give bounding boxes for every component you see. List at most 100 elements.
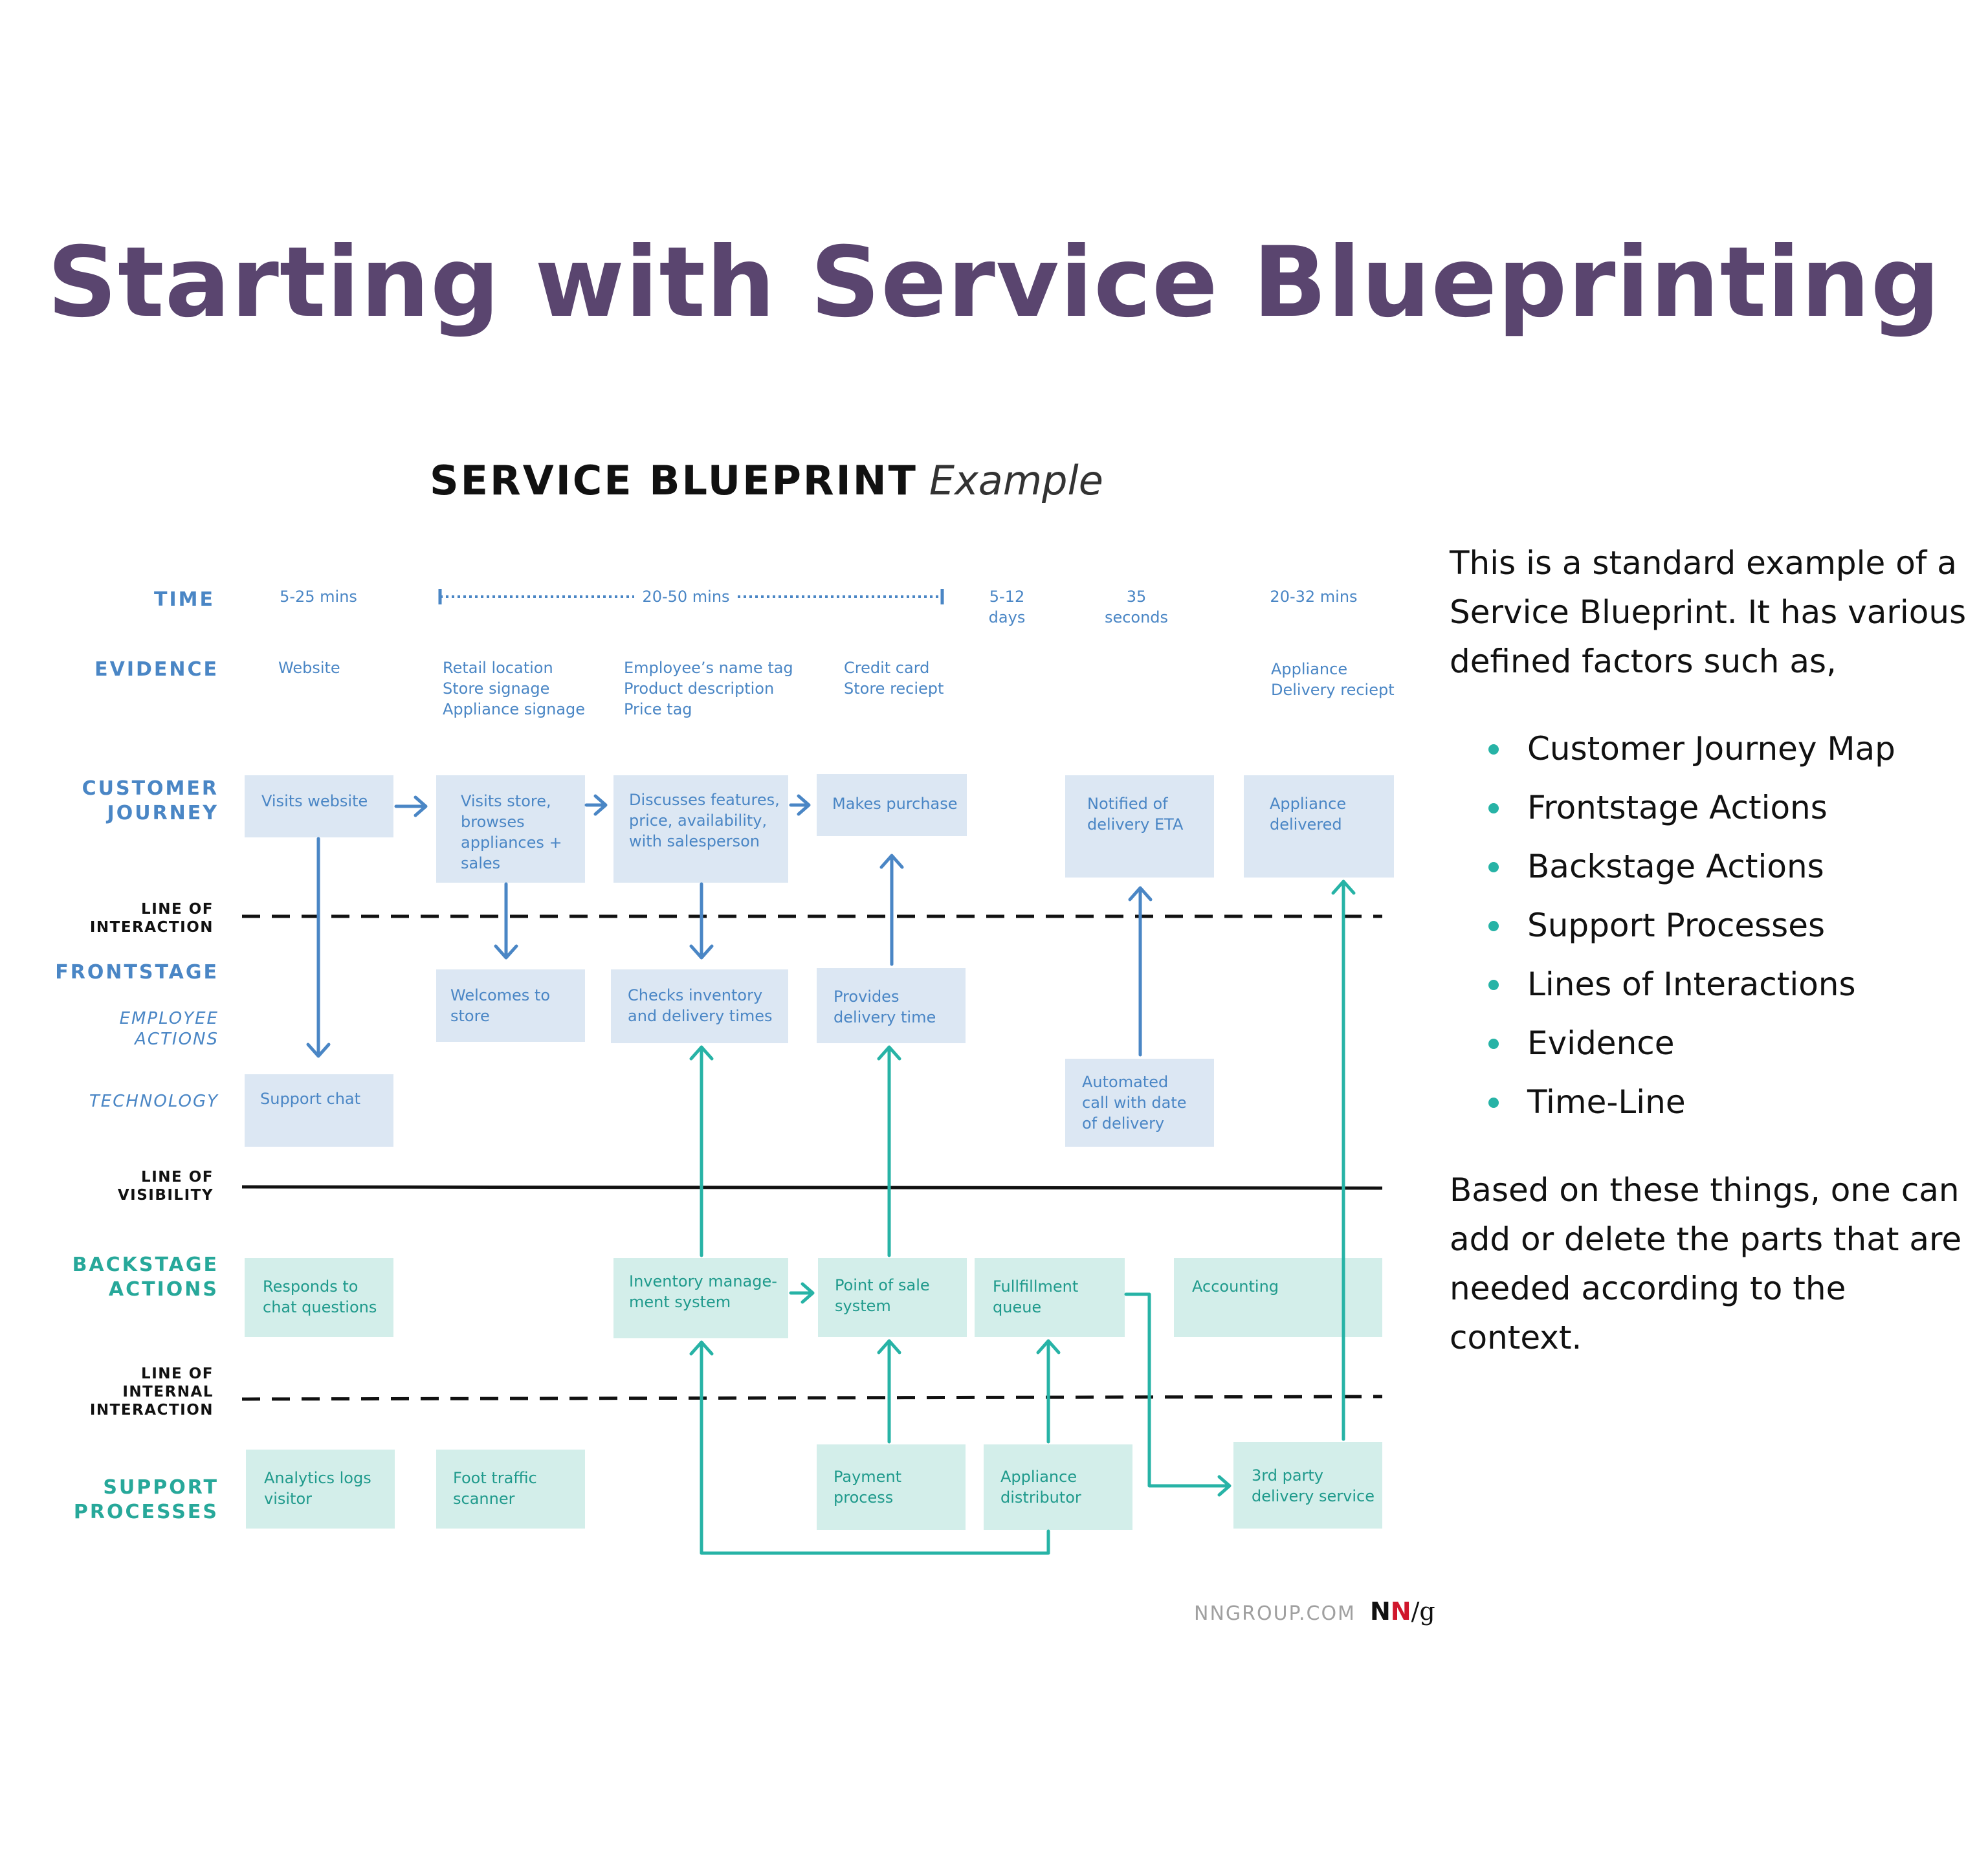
list-item: Evidence (1488, 1014, 1980, 1073)
cj-box-2-text-1: Visits store, (461, 792, 551, 810)
row-label-backstage: BACKSTAGE (72, 1254, 219, 1276)
bullet-icon (1488, 1039, 1499, 1049)
evidence-3-line2: Product description (624, 679, 774, 698)
list-item-label: Time-Line (1527, 1083, 1686, 1121)
row-label-actions: ACTIONS (133, 1030, 219, 1049)
sp-box-1-text-2: visitor (264, 1490, 312, 1508)
page-title: Starting with Service Blueprinting (47, 226, 1941, 339)
arrow-discuss-to-checks (689, 882, 714, 960)
bs-box-fulfillment-queue (975, 1258, 1125, 1337)
list-item-label: Customer Journey Map (1527, 730, 1895, 768)
row-label-support: SUPPORT (103, 1476, 219, 1499)
evidence-5-line1: Appliance (1271, 660, 1347, 678)
bs-box-3-text-2: system (835, 1297, 891, 1315)
arrow-fulfillment-to-3rd-party (1124, 1292, 1231, 1497)
arrow-discuss-to-purchase (789, 794, 811, 816)
fs-box-3-text-1: Provides (834, 988, 899, 1006)
evidence-5-line2: Delivery reciept (1271, 681, 1395, 699)
logo-n1: N (1369, 1597, 1391, 1626)
list-item: Support Processes (1488, 896, 1980, 955)
fs-box-3-text-2: delivery time (834, 1008, 936, 1026)
list-item: Frontstage Actions (1488, 779, 1980, 837)
row-label-employee: EMPLOYEE (120, 1009, 219, 1028)
support-row: Analytics logs visitor Foot traffic scan… (246, 1442, 1382, 1530)
fs-box-provides-delivery (817, 968, 966, 1043)
list-item-label: Frontstage Actions (1527, 789, 1828, 826)
bs-box-2-text-2: ment system (629, 1293, 731, 1311)
sp-box-appliance-distributor (984, 1444, 1132, 1530)
frontstage-row: Welcomes to store Checks inventory and d… (436, 968, 966, 1043)
bs-box-accounting (1174, 1258, 1382, 1337)
evidence-2-line1: Retail location (443, 659, 553, 677)
bullet-icon (1488, 1098, 1499, 1108)
evidence-row: Website Retail location Store signage Ap… (278, 659, 1395, 718)
list-item: Lines of Interactions (1488, 955, 1980, 1014)
bs-box-5-text: Accounting (1192, 1277, 1279, 1296)
arrow-distributor-to-fulfillment (1036, 1339, 1061, 1444)
list-item: Customer Journey Map (1488, 720, 1980, 779)
sp-box-2-text-1: Foot traffic (453, 1469, 537, 1487)
time-3-line1: 5-12 (989, 588, 1024, 606)
line-label-internal-1: LINE OF (141, 1365, 214, 1382)
factor-list: Customer Journey Map Frontstage Actions … (1450, 720, 1980, 1132)
arrow-inventory-to-pos (789, 1282, 815, 1304)
technology-row: Support chat Automated call with date of… (245, 1059, 1214, 1147)
arrow-website-to-chat (306, 837, 331, 1058)
cj-box-3-text-3: with salesperson (629, 832, 760, 850)
sp-box-foot-traffic (436, 1450, 585, 1529)
evidence-3-line3: Price tag (624, 700, 692, 718)
cj-box-notified-eta (1065, 775, 1214, 878)
tech-box-automated-call (1065, 1059, 1214, 1147)
list-item-label: Support Processes (1527, 907, 1826, 944)
bs-box-responds (245, 1258, 393, 1337)
tech-box-2-text-2: call with date (1082, 1094, 1187, 1112)
evidence-2-line2: Store signage (443, 679, 549, 698)
arrow-provides-to-purchase (879, 854, 904, 966)
line-label-internal-3: INTERACTION (90, 1402, 214, 1419)
backstage-arrows (689, 879, 1356, 1555)
fs-box-welcomes (436, 969, 585, 1042)
cj-box-6-text-2: delivered (1270, 815, 1342, 834)
cj-box-discusses (613, 775, 788, 883)
list-item: Time-Line (1488, 1073, 1980, 1132)
line-of-visibility (241, 1185, 1383, 1190)
bs-box-1-text-1: Responds to (263, 1277, 358, 1296)
sp-box-5-text-1: 3rd party (1252, 1466, 1323, 1485)
bs-box-2-text-1: Inventory manage- (629, 1272, 777, 1290)
tech-box-1-text: Support chat (260, 1090, 360, 1108)
sp-box-analytics (246, 1450, 395, 1529)
bs-box-1-text-2: chat questions (263, 1298, 377, 1316)
time-1: 5-25 mins (280, 588, 357, 606)
arrow-distributor-to-inventory (689, 1340, 1050, 1555)
sp-box-3-text-2: process (834, 1488, 893, 1507)
sp-box-2-text-2: scanner (453, 1490, 515, 1508)
time-row: 5-25 mins 20-50 mins 5-12 days 35 second… (280, 588, 1358, 626)
tech-box-2-text-3: of delivery (1082, 1114, 1164, 1132)
fs-box-1-text-2: store (450, 1007, 490, 1025)
fs-box-checks-inventory (611, 969, 788, 1043)
cj-box-2-text-4: sales (461, 854, 500, 872)
line-label-interaction-2: INTERACTION (90, 919, 214, 936)
row-label-evidence: EVIDENCE (94, 658, 219, 681)
side-description: This is a standard example of a Service … (1450, 538, 1980, 1362)
time-4-line2: seconds (1105, 608, 1168, 626)
footer-site: NNGROUP.COM (1194, 1602, 1356, 1625)
line-label-visibility-2: VISIBILITY (118, 1187, 214, 1204)
row-label-processes: PROCESSES (74, 1501, 219, 1523)
sp-box-3-text-1: Payment (834, 1468, 901, 1486)
line-label-interaction-1: LINE OF (141, 901, 214, 918)
bullet-icon (1488, 803, 1499, 813)
line-label-internal-2: INTERNAL (122, 1384, 214, 1400)
list-item: Backstage Actions (1488, 837, 1980, 896)
arrow-inventory-to-checks (689, 1045, 714, 1257)
row-label-frontstage: FRONTSTAGE (55, 961, 219, 984)
bs-box-3-text-1: Point of sale (835, 1276, 930, 1294)
list-item-label: Lines of Interactions (1527, 966, 1856, 1003)
line-of-internal-interaction (241, 1395, 1383, 1401)
row-label-time: TIME (154, 588, 215, 611)
list-item-label: Backstage Actions (1527, 848, 1824, 885)
row-label-backstage-actions: ACTIONS (109, 1278, 219, 1301)
fs-box-2-text-2: and delivery times (628, 1007, 773, 1025)
evidence-1-line1: Website (278, 659, 340, 677)
